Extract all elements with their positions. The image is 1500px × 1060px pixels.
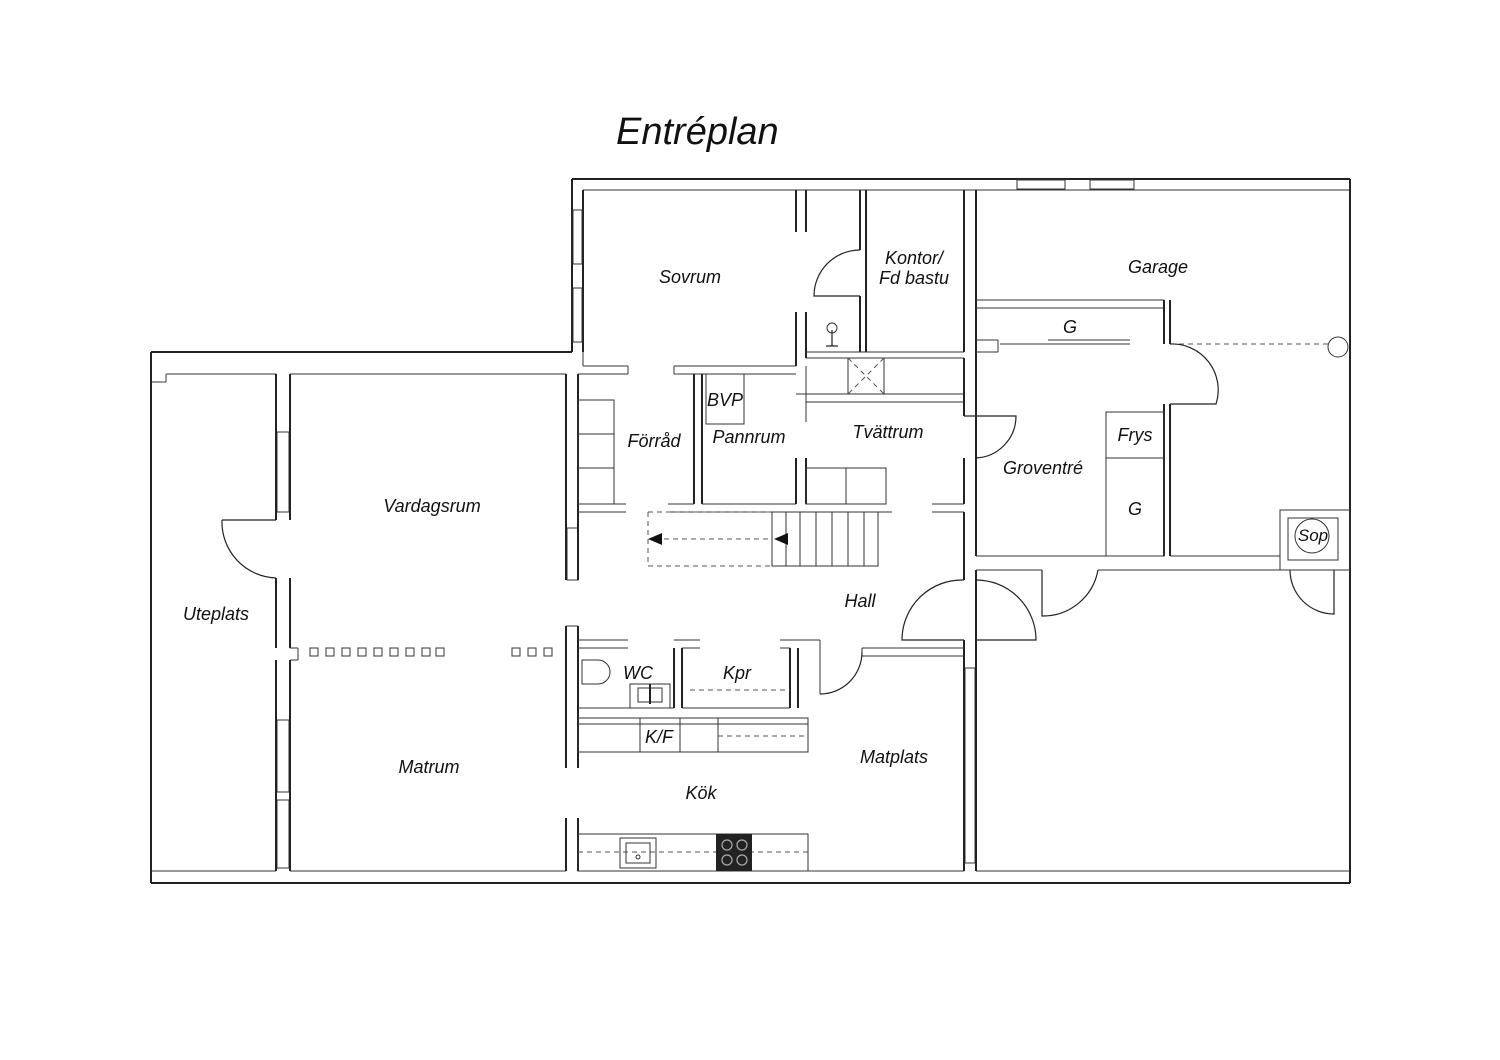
label-pannrum: Pannrum: [712, 427, 785, 447]
label-kpr: Kpr: [723, 663, 752, 683]
staircase: [647, 511, 879, 567]
label-frys: Frys: [1118, 425, 1153, 445]
doors: [221, 249, 1335, 695]
label-kok: Kök: [685, 783, 717, 803]
label-hall: Hall: [844, 591, 876, 611]
beam-markers: [309, 647, 553, 657]
label-matrum: Matrum: [398, 757, 459, 777]
label-matplats: Matplats: [860, 747, 928, 767]
plan-title: Entréplan: [616, 111, 779, 153]
label-tvattrum: Tvättrum: [852, 422, 923, 442]
label-kontor-line2: Fd bastu: [879, 268, 949, 288]
label-sovrum: Sovrum: [659, 267, 721, 287]
label-uteplats: Uteplats: [183, 604, 249, 624]
label-vardagsrum: Vardagsrum: [383, 496, 480, 516]
label-garage: Garage: [1128, 257, 1188, 277]
label-groventre: Groventré: [1003, 458, 1083, 478]
label-wc: WC: [623, 663, 654, 683]
label-g-mid: G: [1128, 499, 1142, 519]
label-bvp: BVP: [707, 390, 743, 410]
room-labels: Sovrum Kontor/ Fd bastu Garage G BVP För…: [183, 248, 1328, 803]
windows: [276, 179, 1135, 869]
label-g-top: G: [1063, 317, 1077, 337]
label-kf: K/F: [645, 727, 674, 747]
label-sop: Sop: [1298, 526, 1328, 545]
interior-walls: [275, 190, 1351, 872]
label-forrad: Förråd: [627, 431, 681, 451]
label-kontor-line1: Kontor/: [885, 248, 945, 268]
